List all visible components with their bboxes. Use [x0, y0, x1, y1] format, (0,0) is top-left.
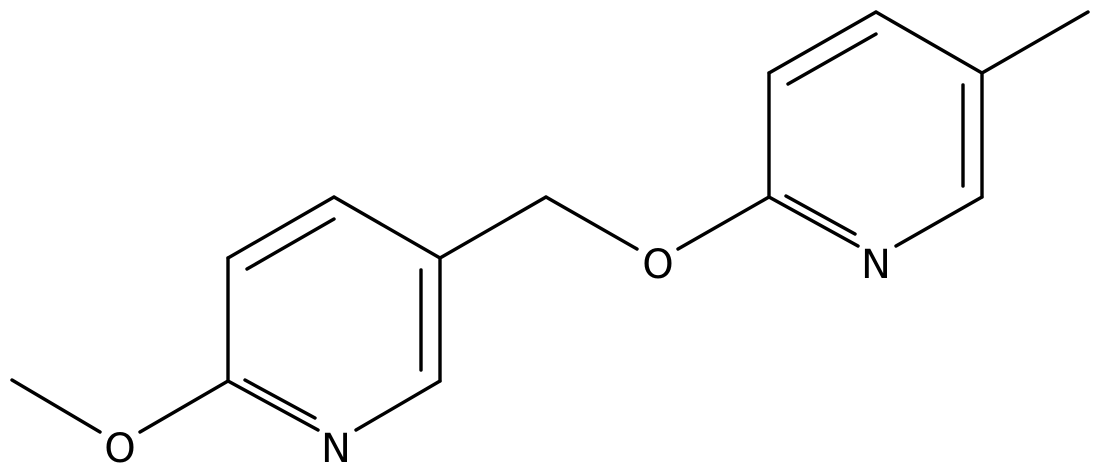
bond-c6-n-right: [894, 195, 984, 248]
bond-o-left-c2: [138, 379, 230, 434]
bond-c4-c5-right: [874, 10, 984, 75]
atom-label-o-methoxy: O: [104, 426, 135, 472]
bond-c3-c4-left: [226, 195, 336, 260]
atom-label-o-bridge: O: [642, 242, 673, 288]
bond-c3-c4-right: [767, 10, 878, 75]
bond-n-c2-left-inner: [243, 378, 317, 420]
bond-c3-c4-right-inner: [786, 32, 878, 86]
atom-label-n-left-ring: N: [321, 426, 351, 472]
bond-c3-c4-left-inner: [245, 217, 336, 271]
bond-n-c2-left: [226, 379, 320, 432]
atom-label-n-right-ring: N: [861, 242, 891, 288]
bond-ch3-o-left: [10, 378, 102, 434]
bond-c4-c5-left: [332, 195, 442, 260]
bond-ch2-o-bridge: [544, 195, 639, 251]
bond-c5-ch2: [438, 195, 548, 260]
bond-c6-n-left: [354, 379, 442, 432]
bond-o-bridge-c2-right: [676, 195, 771, 251]
bond-n-c2-right-inner: [784, 194, 857, 236]
bond-n-c2-right: [767, 195, 860, 248]
bond-c5-ch3-right: [980, 10, 1090, 75]
